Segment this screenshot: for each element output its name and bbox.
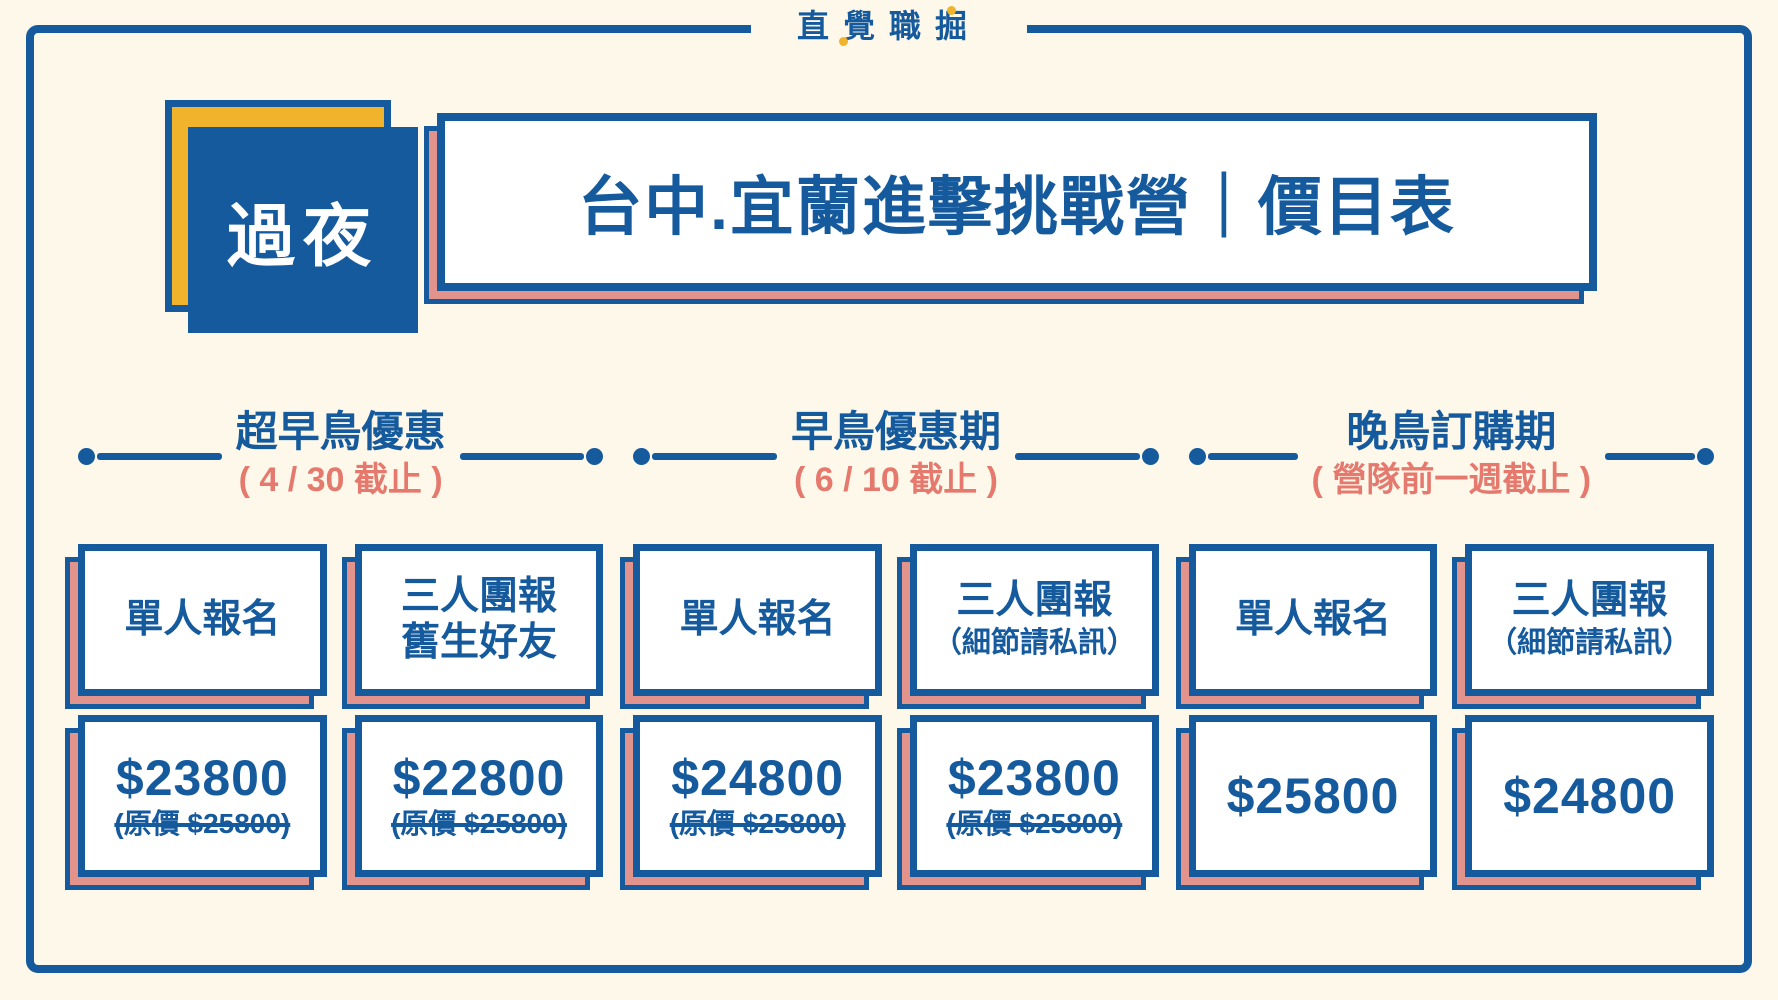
section-heading-text: 超早鳥優惠 ( 4 / 30 截止 ) (224, 408, 458, 500)
dot-icon (1696, 448, 1714, 465)
rule-line (1015, 453, 1140, 460)
header-rule-left (78, 448, 224, 465)
page-title: 台中.宜蘭進擊挑戰營｜價目表 (578, 171, 1456, 243)
section-heading-text: 晚鳥訂購期 ( 營隊前一週截止 ) (1300, 408, 1604, 500)
badge-face: 過夜 (188, 127, 418, 333)
title-box-face: 台中.宜蘭進擊挑戰營｜價目表 (437, 113, 1597, 291)
card-face: $23800(原價 $25800) (78, 715, 327, 877)
dot-icon (1188, 448, 1206, 465)
price-card: $22800(原價 $25800) (341, 715, 604, 890)
price-value: $22800 (392, 750, 566, 806)
plan-label: 單人報名 (1234, 598, 1391, 641)
price-card: $24800 (1452, 715, 1714, 890)
card-face: $25800 (1188, 715, 1438, 877)
price-card: $23800(原價 $25800) (65, 715, 327, 890)
dot-icon (1141, 448, 1159, 465)
plan-card: 單人報名 (620, 544, 882, 709)
original-price: (原價 $25800) (946, 808, 1123, 839)
section-title: 早鳥優惠期 (790, 408, 1001, 455)
price-value: $24800 (671, 750, 845, 806)
logo-accent-dot-icon (946, 6, 956, 15)
original-price: (原價 $25800) (114, 808, 291, 839)
card-face: 單人報名 (633, 544, 882, 696)
section-title: 晚鳥訂購期 (1346, 408, 1557, 455)
rule-line (1605, 453, 1695, 460)
section-header: 超早鳥優惠 ( 4 / 30 截止 ) (78, 408, 604, 500)
price-card: $25800 (1175, 715, 1438, 890)
header-rule-right (458, 448, 604, 465)
plan-label: （細節請私訊） (1488, 627, 1692, 659)
brand-logo-text: 直覺職掘 (796, 8, 982, 44)
title-box: 台中.宜蘭進擊挑戰營｜價目表 (424, 113, 1597, 304)
price-value: $24800 (1503, 768, 1677, 824)
overnight-badge: 過夜 (165, 100, 418, 333)
plan-card: 三人團報 （細節請私訊） (897, 544, 1159, 709)
plan-card: 單人報名 (65, 544, 327, 709)
plan-label: （細節請私訊） (932, 627, 1136, 659)
dot-icon (633, 448, 651, 465)
header-rule-right (1013, 448, 1159, 465)
card-face: 三人團報舊生好友 (354, 544, 604, 696)
plan-column: 三人團報舊生好友 $22800(原價 $25800) (341, 544, 604, 890)
plan-label: 舊生好友 (401, 621, 558, 664)
price-value: $23800 (115, 750, 289, 806)
pricing-section: 早鳥優惠期( 6 / 10 截止 )單人報名$24800(原價 $25800)三… (620, 408, 1159, 890)
pricing-section: 超早鳥優惠( 4 / 30 截止 )單人報名$23800(原價 $25800)三… (65, 408, 604, 890)
plan-label: 三人團報 (956, 579, 1113, 622)
card-face: $24800 (1465, 715, 1714, 877)
card-face: 單人報名 (78, 544, 327, 696)
section-heading-text: 早鳥優惠期 ( 6 / 10 截止 ) (779, 408, 1013, 500)
plan-column: 單人報名 $24800(原價 $25800) (620, 544, 882, 890)
header-rule-right (1603, 448, 1714, 465)
price-card: $23800(原價 $25800) (897, 715, 1159, 890)
dot-icon (78, 448, 95, 465)
section-header: 晚鳥訂購期 ( 營隊前一週截止 ) (1188, 408, 1714, 500)
price-value: $23800 (947, 750, 1121, 806)
rule-line (652, 453, 777, 460)
plan-label: 單人報名 (124, 598, 281, 641)
section-title: 超早鳥優惠 (235, 408, 446, 455)
logo-accent-dot-icon (838, 37, 848, 46)
plan-column: 三人團報 （細節請私訊） $23800(原價 $25800) (897, 544, 1159, 890)
plan-card: 三人團報 （細節請私訊） (1452, 544, 1714, 709)
dot-icon (586, 448, 604, 465)
plan-card: 三人團報舊生好友 (341, 544, 604, 709)
plan-column: 三人團報 （細節請私訊） $24800 (1452, 544, 1714, 890)
section-header: 早鳥優惠期 ( 6 / 10 截止 ) (633, 408, 1159, 500)
plan-label: 三人團報 (1511, 579, 1668, 622)
header-rule-left (1188, 448, 1300, 465)
plan-card: 單人報名 (1175, 544, 1438, 709)
pricing-sections: 超早鳥優惠( 4 / 30 截止 )單人報名$23800(原價 $25800)三… (65, 408, 1714, 890)
rule-line (459, 453, 585, 460)
plan-column: 單人報名 $25800 (1175, 544, 1438, 890)
pricing-section: 晚鳥訂購期 ( 營隊前一週截止 ) 單人報名 $25800 三人團報 （細節請私訊） $24… (1175, 408, 1714, 890)
plan-label: 三人團報 (401, 575, 558, 618)
section-deadline: ( 4 / 30 截止 ) (238, 461, 443, 499)
card-face: $22800(原價 $25800) (354, 715, 604, 877)
price-value: $25800 (1226, 768, 1400, 824)
card-face: 單人報名 (1188, 544, 1438, 696)
brand-logo: 直覺職掘 (750, 6, 1028, 46)
original-price: (原價 $25800) (391, 808, 567, 839)
header-rule-left (633, 448, 779, 465)
rule-line (1207, 453, 1298, 460)
price-card: $24800(原價 $25800) (620, 715, 882, 890)
card-face: $23800(原價 $25800) (910, 715, 1159, 877)
section-deadline: ( 6 / 10 截止 ) (793, 461, 999, 499)
card-face: 三人團報 （細節請私訊） (910, 544, 1159, 696)
card-face: $24800(原價 $25800) (633, 715, 882, 877)
original-price: (原價 $25800) (669, 808, 846, 839)
plan-label: 單人報名 (679, 598, 836, 641)
card-face: 三人團報 （細節請私訊） (1465, 544, 1714, 696)
section-deadline: ( 營隊前一週截止 ) (1311, 461, 1592, 499)
plan-column: 單人報名 $23800(原價 $25800) (65, 544, 327, 890)
badge-label: 過夜 (226, 198, 379, 275)
rule-line (97, 453, 222, 460)
